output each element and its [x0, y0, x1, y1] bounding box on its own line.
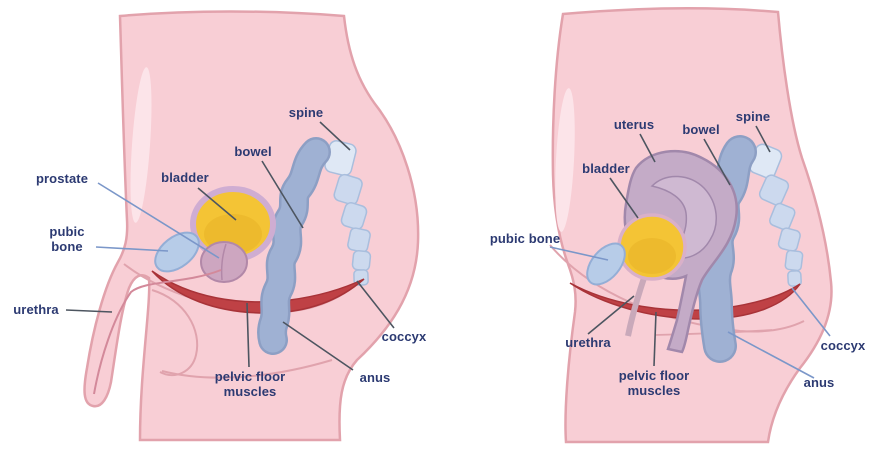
label-bladder: bladder: [582, 161, 630, 176]
thigh-crease: [161, 359, 333, 379]
label-spine: spine: [735, 109, 771, 124]
label-prostate: prostate: [35, 171, 89, 186]
leader-lines: [549, 125, 831, 379]
pelvic-floor-muscle-shape: [151, 270, 365, 314]
leader-pubic-bone: [549, 246, 609, 261]
skin-highlight: [555, 88, 575, 232]
leader-bladder: [609, 177, 639, 219]
label-anus: anus: [803, 375, 835, 390]
leader-urethra: [587, 295, 635, 335]
leader-prostate: [97, 182, 220, 259]
uterus-inner-curl: [650, 175, 717, 259]
label-bladder: bladder: [161, 170, 209, 185]
label-bowel: bowel: [682, 122, 720, 137]
pubic-bone-shape: [154, 231, 200, 273]
label-pubic-bone: pubic bone: [489, 231, 561, 246]
label-uterus: uterus: [613, 117, 655, 132]
leader-lines: [65, 121, 395, 371]
male-pelvis-panel: prostate pubic bone urethra bladder bowe…: [13, 10, 427, 442]
label-coccyx: coccyx: [820, 338, 866, 353]
leader-pelvic-floor: [246, 302, 250, 368]
label-pubic-bone: pubic bone: [49, 224, 85, 254]
label-pelvic-floor-muscles: pelvic floor muscles: [618, 368, 690, 398]
label-coccyx: coccyx: [381, 329, 427, 344]
leader-pubic-bone: [95, 246, 169, 252]
leader-bladder: [197, 187, 237, 221]
leader-urethra: [65, 309, 113, 313]
leader-coccyx: [356, 280, 395, 329]
leader-pelvic-floor: [653, 311, 657, 367]
leader-bowel: [703, 138, 731, 186]
skin-highlight: [130, 67, 152, 223]
female-pelvis-panel: uterus bowel spine bladder pubic bone ur…: [440, 0, 879, 467]
leader-bowel: [261, 160, 304, 229]
label-urethra: urethra: [13, 302, 59, 317]
bowel-shape: [259, 139, 329, 353]
prostate-detail: [220, 243, 227, 281]
urethra-tube: [625, 277, 647, 337]
bladder-shade: [628, 238, 676, 274]
label-bowel: bowel: [234, 144, 272, 159]
label-pelvic-floor-muscles: pelvic floor muscles: [214, 369, 286, 399]
urethra-tube: [93, 269, 222, 395]
leader-uterus: [639, 133, 656, 163]
pelvic-floor-muscle-shape: [569, 282, 801, 320]
label-urethra: urethra: [565, 335, 611, 350]
label-anus: anus: [359, 370, 391, 385]
leader-spine: [319, 121, 351, 151]
pubic-bone-shape: [586, 242, 626, 286]
female-pelvis-illustration: [549, 7, 833, 444]
spine-shape: [748, 143, 804, 287]
leader-anus: [727, 331, 815, 379]
leader-anus: [282, 321, 354, 371]
leader-spine: [755, 125, 771, 153]
label-spine: spine: [288, 105, 324, 120]
male-pelvis-illustration: [65, 10, 420, 442]
leader-coccyx: [791, 287, 831, 337]
